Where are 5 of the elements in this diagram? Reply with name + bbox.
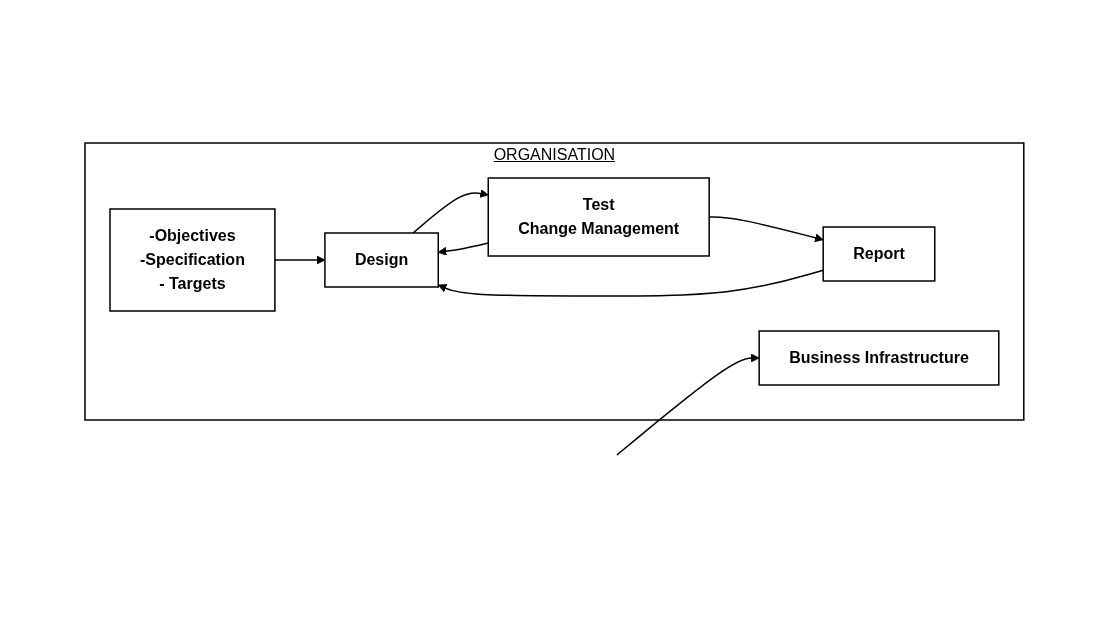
node-box: -Objectives -Specification - Targets xyxy=(108,208,276,312)
node-box: Report xyxy=(822,226,936,282)
node-box: Business Infrastructure xyxy=(758,330,1000,386)
node-box: Test Change Management xyxy=(487,177,710,257)
node-box: Design xyxy=(323,232,439,288)
